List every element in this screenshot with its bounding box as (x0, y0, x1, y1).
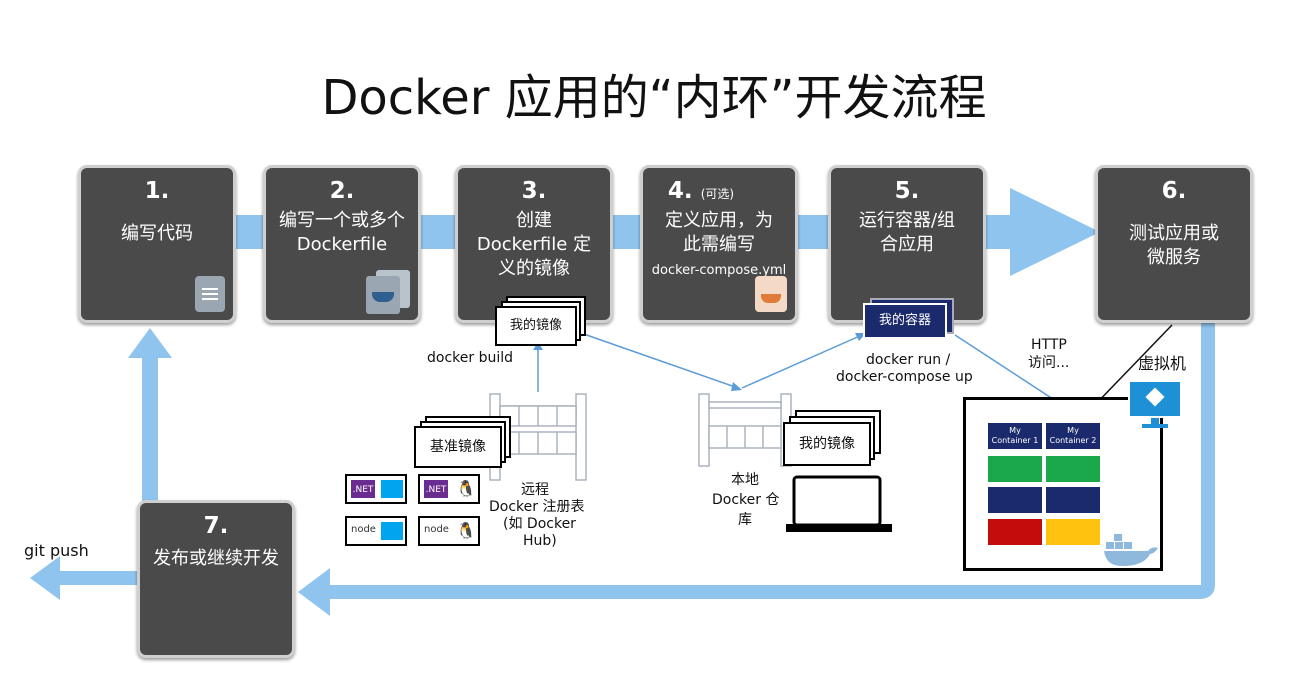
local-repo-label-2: Docker 仓 (712, 492, 780, 508)
git-push-band (55, 571, 145, 585)
container-1-line2: Container 1 (991, 436, 1039, 445)
step-number: 4. (可选) (625, 178, 777, 204)
step-7-box: 7. 发布或继续开发 (137, 500, 295, 658)
step-text-line3: docker-compose.yml (651, 263, 787, 278)
linux-icon: 🐧 (456, 479, 476, 498)
container-yellow (1046, 519, 1100, 545)
step-5-box: 5. 运行容器/组 合应用 (828, 165, 986, 323)
step-number: 2. (329, 178, 355, 204)
node-windows-tile: node (345, 516, 407, 546)
http-label-1: HTTP (1031, 337, 1067, 353)
container-green-2 (1046, 456, 1100, 482)
node-badge: node (351, 524, 376, 535)
step-number: 1. (144, 178, 170, 204)
container-1-line1: My (1009, 426, 1021, 435)
net-badge: .NET (351, 480, 375, 498)
laptop-icon (786, 475, 892, 532)
step-number: 3. (521, 178, 547, 204)
docker-build-label: docker build (427, 350, 514, 366)
local-to-run-arrow (741, 334, 863, 389)
container-red (988, 519, 1042, 545)
document-icon (195, 276, 225, 312)
step-text-line2: Dockerfile (296, 234, 388, 255)
step-text: 编写代码 (121, 223, 193, 244)
step-2-box: 2. 编写一个或多个 Dockerfile (263, 165, 421, 323)
step-4-box: 4. (可选) 定义应用，为 此需编写 docker-compose.yml (640, 165, 798, 323)
base-image-card: 基准镜像 (414, 426, 502, 468)
remote-registry-label-2: Docker 注册表 (489, 499, 585, 515)
step-text-line1: 创建 (516, 210, 552, 231)
step-text-line2: Dockerfile 定 (476, 234, 592, 255)
container-navy-2 (1046, 487, 1100, 513)
remote-registry-label-1: 远程 (521, 482, 549, 498)
local-repo-label-1: 本地 (731, 472, 759, 488)
git-push-arrowhead (30, 556, 60, 600)
local-repository-shelf (698, 393, 792, 467)
left-flow-arrowhead (128, 328, 172, 358)
image-to-local-arrow (577, 331, 739, 389)
net-linux-tile: .NET 🐧 (418, 474, 480, 504)
step-text-line2: 微服务 (1147, 247, 1201, 268)
step-number: 6. (1161, 178, 1187, 204)
step-1-box: 1. 编写代码 (78, 165, 236, 323)
http-label-2: 访问... (1028, 355, 1070, 371)
container-1: My Container 1 (988, 423, 1042, 449)
my-image-card: 我的镜像 (495, 306, 577, 346)
step-text-line1: 测试应用或 (1129, 223, 1219, 244)
step-text-line3: 义的镜像 (498, 258, 570, 279)
step-number-value: 4. (667, 178, 693, 204)
step-text-line2: 此需编写 (683, 234, 755, 255)
step-text-line1: 定义应用，为 (665, 210, 773, 231)
container-2-line2: Container 2 (1049, 436, 1097, 445)
step-number: 5. (894, 178, 920, 204)
docker-whale-icon (1104, 534, 1158, 566)
page-title: Docker 应用的“内环”开发流程 (321, 70, 987, 126)
local-image-card: 我的镜像 (783, 422, 871, 466)
top-flow-arrowhead (1010, 188, 1100, 276)
docker-files-icon (366, 270, 412, 314)
container-2-line1: My (1067, 426, 1079, 435)
my-container-card: 我的容器 (863, 303, 947, 339)
docker-run-label-2: docker-compose up (836, 369, 973, 385)
remote-registry-label-4: Hub) (523, 533, 557, 549)
test-arrow (1089, 324, 1173, 411)
step-text-line1: 编写一个或多个 (279, 210, 405, 231)
docker-run-label-1: docker run / (866, 352, 951, 368)
net-badge: .NET (424, 480, 448, 498)
optional-label: (可选) (700, 187, 735, 201)
return-flow-arrowhead (298, 568, 330, 616)
left-flow-band (142, 355, 158, 505)
return-flow-path (320, 320, 1215, 599)
local-repo-label-3: 库 (738, 512, 752, 528)
container-green-1 (988, 456, 1042, 482)
windows-icon (381, 480, 403, 498)
step-text: 发布或继续开发 (153, 548, 279, 569)
windows-icon (381, 522, 403, 540)
step-text-line2: 合应用 (880, 234, 934, 255)
vm-label: 虚拟机 (1138, 354, 1187, 373)
net-windows-tile: .NET (345, 474, 407, 504)
node-linux-tile: node 🐧 (418, 516, 480, 546)
node-badge: node (424, 524, 449, 535)
container-2: My Container 2 (1046, 423, 1100, 449)
step-6-box: 6. 测试应用或 微服务 (1095, 165, 1253, 323)
remote-registry-label-3: (如 Docker (503, 516, 576, 532)
git-push-label: git push (24, 541, 89, 560)
container-navy-1 (988, 487, 1042, 513)
vm-monitor-icon (1128, 380, 1182, 430)
compose-file-icon (755, 276, 787, 312)
linux-icon: 🐧 (456, 521, 476, 540)
step-number: 7. (203, 513, 229, 539)
step-text-line1: 运行容器/组 (858, 210, 956, 231)
